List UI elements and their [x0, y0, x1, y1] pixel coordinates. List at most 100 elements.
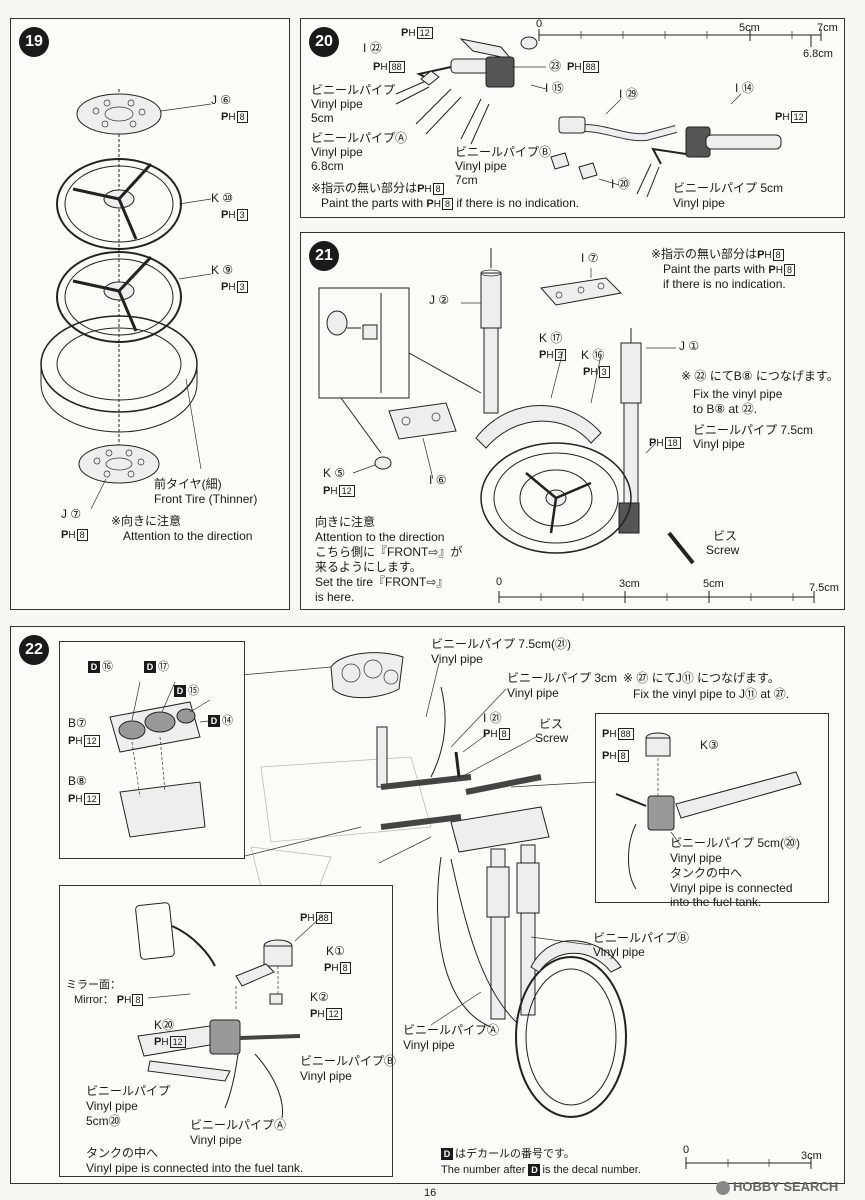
color-code-value: 8 [432, 183, 444, 195]
vinylB-jp: ビニールパイプⒷ [593, 931, 690, 945]
inset-vinylA-en: Vinyl pipe [190, 1133, 242, 1147]
color-code-value: 18 [664, 437, 681, 449]
callout-i15: I ⑮ [545, 81, 564, 95]
connect-jp: ※ ㉗ にてJ⑪ につなげます。 [623, 671, 780, 685]
callout-j7: J ⑦ [61, 507, 81, 521]
callout-part: J [61, 507, 67, 521]
callout-num: ⑦ [70, 507, 82, 521]
inset-vinylB-en: Vinyl pipe [300, 1069, 352, 1083]
callout-part: I [363, 41, 367, 55]
vinyl3-en: Vinyl pipe [455, 159, 507, 173]
callout-part: K [581, 348, 590, 362]
screw-jp: ビス [539, 717, 564, 731]
callout-k3: K③ [700, 738, 719, 752]
vinyl2-len: 6.8cm [311, 159, 344, 173]
paint-note-en-tail: if there is no indication. [456, 196, 580, 210]
decal-icon: D [144, 661, 156, 673]
disc-holes-icon [92, 99, 146, 128]
paint-note-jp-text: ※指示の無い部分は [651, 247, 758, 261]
color-code-value: 8 [498, 728, 510, 740]
callout-j1: J ① [679, 339, 699, 353]
callout-num: ⑭ [741, 81, 754, 95]
color-code-value: 3 [554, 349, 566, 361]
callout-part: I [735, 81, 739, 95]
ruler-end: 3cm [801, 1150, 822, 1162]
decal-id: ⑰ [158, 661, 169, 673]
dir-note-jp: 向きに注意 [315, 515, 376, 529]
step-21-panel: 21 [300, 232, 845, 610]
callout-part: I [545, 81, 549, 95]
decal-id: ⑮ [188, 685, 199, 697]
paint-note-en-text: Paint the parts with [663, 262, 766, 276]
callout-num: ⑥ [220, 93, 232, 107]
vinyl1-jp: ビニールパイプ [311, 83, 396, 97]
color-code-value: 88 [617, 728, 634, 740]
callout-k1: K① [326, 944, 345, 958]
gauge-cluster-drawing [109, 681, 219, 838]
callout-num: ⑰ [550, 331, 563, 345]
vinyl2-en: Vinyl pipe [311, 145, 363, 159]
vinyl75-en: Vinyl pipe [431, 652, 483, 666]
connect-en: Fix the vinyl pipe to J⑪ at ㉗. [633, 687, 790, 701]
vinyl-75-en: Vinyl pipe [693, 437, 745, 451]
callout-num: ⑳ [617, 177, 630, 191]
screw-en: Screw [706, 543, 740, 557]
vinylA-en: Vinyl pipe [403, 1038, 455, 1052]
inset-vinyl5-len: 5cm⑳ [86, 1114, 121, 1128]
color-code-value: 8 [617, 750, 629, 762]
mirror-en-text: Mirror： [74, 994, 114, 1006]
callout-k10: K ⑩ [211, 191, 233, 205]
vinyl3-en: Vinyl pipe [507, 686, 559, 700]
color-code-value: 88 [582, 61, 599, 73]
decal-note-en-tail: is the decal number. [542, 1164, 641, 1176]
tank-jp: タンクの中へ [670, 866, 743, 880]
ruler-end: 7.5cm [809, 582, 839, 594]
color-code-value: 88 [388, 61, 405, 73]
ruler-start: 0 [683, 1144, 690, 1156]
direction-note-jp: ※向きに注意 [111, 514, 182, 528]
front-fork-assembly-drawing [318, 248, 815, 603]
callout-k16: K ⑯ [581, 348, 604, 362]
gauge-b8: B⑧ [68, 774, 87, 788]
callout-num: ⑧ [76, 774, 87, 788]
vinyl5-en: Vinyl pipe [670, 851, 722, 865]
callout-num: ⑦ [76, 716, 87, 730]
decal-id: ⑯ [102, 661, 113, 673]
callout-num: ① [688, 339, 700, 353]
callout-k5: K ⑤ [323, 466, 345, 480]
vinylA-jp: ビニールパイプⒶ [403, 1023, 500, 1037]
decal-note-en-text: The number after [441, 1164, 526, 1176]
step-number-22: 22 [19, 635, 49, 665]
step-22-panel: 22 [10, 626, 845, 1184]
paint-note-en-tail: if there is no indication. [663, 277, 786, 291]
decal-icon: D [208, 715, 220, 727]
step-20-panel: 20 [300, 18, 845, 218]
callout-part: I [619, 87, 623, 101]
vinyl1-len: 5cm [311, 111, 334, 125]
color-code-value: 3 [236, 209, 248, 221]
callout-i29: I ㉙ [619, 87, 638, 101]
color-code-value: 12 [83, 793, 100, 805]
callout-num: ⑤ [334, 466, 346, 480]
callout-num: ⑦ [587, 251, 599, 265]
callout-part: B [68, 774, 77, 788]
callout-part: K [539, 331, 548, 345]
color-code-value: 88 [315, 912, 332, 924]
color-code-value: 12 [416, 27, 433, 39]
callout-k17: K ⑰ [539, 331, 562, 345]
